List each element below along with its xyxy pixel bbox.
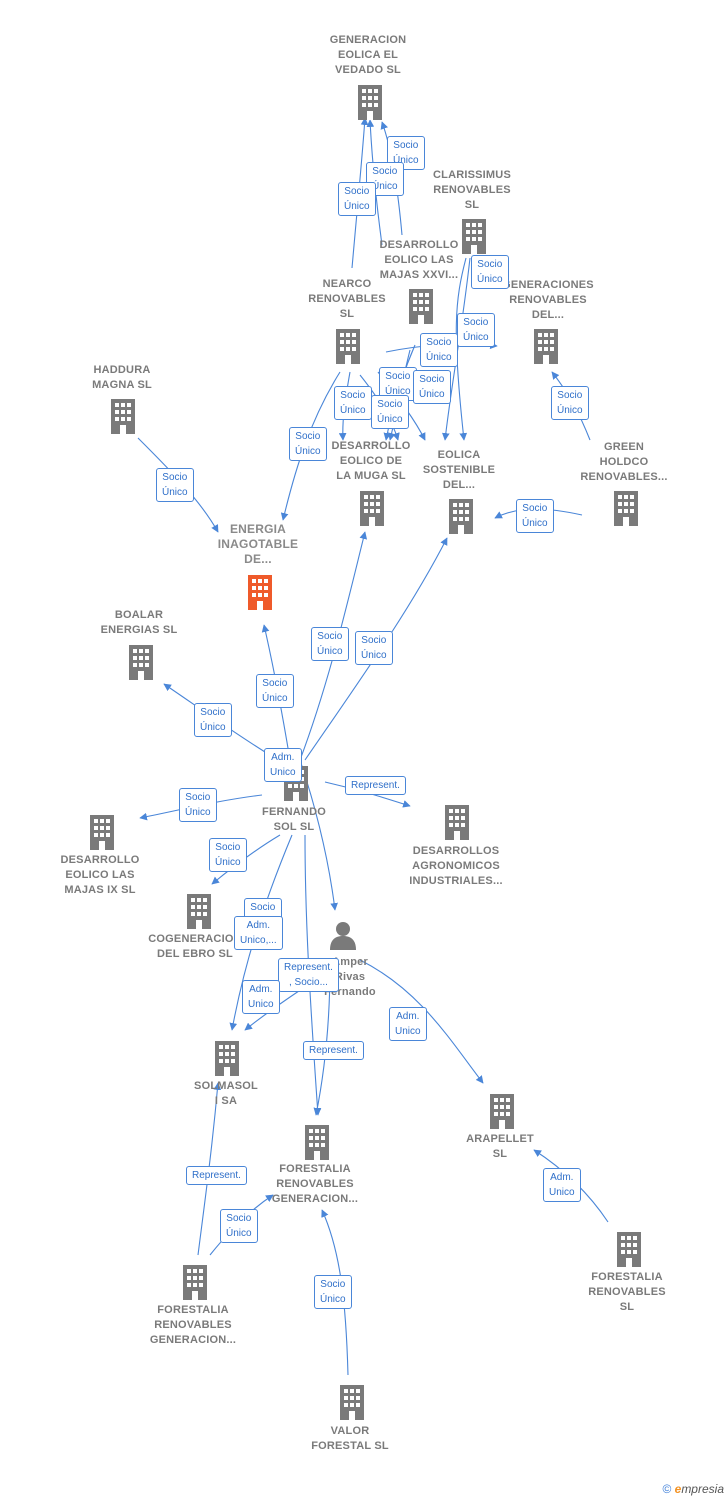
relation-label[interactable]: Socio Único xyxy=(516,499,554,533)
relation-label[interactable]: Socio Único xyxy=(338,182,376,216)
node-boalar[interactable]: BOALAR ENERGIAS SL xyxy=(79,608,199,638)
node-forestalia-generacion-2[interactable]: FORESTALIA RENOVABLES GENERACION... xyxy=(133,1303,253,1348)
node-energia-inagotable[interactable]: ENERGIA INAGOTABLE DE... xyxy=(198,522,318,567)
relation-label[interactable]: Socio Único xyxy=(220,1209,258,1243)
building-icon xyxy=(111,399,135,434)
node-majas-xxvi[interactable]: DESARROLLO EOLICO LAS MAJAS XXVI... xyxy=(359,238,479,283)
node-label: FERNANDO SOL SL xyxy=(262,806,326,833)
relation-label[interactable]: Socio Único xyxy=(311,627,349,661)
brand-name: mpresia xyxy=(681,1482,724,1496)
node-label: DESARROLLO EOLICO LAS MAJAS XXVI... xyxy=(379,239,459,281)
relation-label[interactable]: Represent. , Socio... xyxy=(278,958,339,992)
building-icon xyxy=(336,329,360,364)
node-label: ENERGIA INAGOTABLE DE... xyxy=(217,522,299,566)
building-icon xyxy=(360,491,384,526)
node-arapellet[interactable]: ARAPELLET SL xyxy=(440,1132,560,1162)
relation-label[interactable]: Adm. Unico xyxy=(543,1168,581,1202)
relation-label[interactable]: Represent. xyxy=(186,1166,247,1185)
relation-label[interactable]: Adm. Unico xyxy=(389,1007,427,1041)
node-label: BOALAR ENERGIAS SL xyxy=(100,609,178,636)
copyright-symbol: © xyxy=(662,1482,672,1496)
node-green-holdco[interactable]: GREEN HOLDCO RENOVABLES... xyxy=(564,440,684,485)
relation-label[interactable]: Represent. xyxy=(303,1041,364,1060)
footer-brand: © empresia xyxy=(662,1482,724,1496)
building-icon xyxy=(445,805,469,840)
node-label: ARAPELLET SL xyxy=(466,1133,534,1160)
node-label: DESARROLLO EOLICO DE LA MUGA SL xyxy=(331,440,411,482)
building-icon xyxy=(462,219,486,254)
building-icon xyxy=(490,1094,514,1129)
node-haddura-magna[interactable]: HADDURA MAGNA SL xyxy=(62,363,182,393)
relation-label[interactable]: Adm. Unico xyxy=(264,748,302,782)
relation-label[interactable]: Socio Único xyxy=(371,395,409,429)
node-desarrollos-agronomicos[interactable]: DESARROLLOS AGRONOMICOS INDUSTRIALES... xyxy=(396,844,516,889)
node-label: DESARROLLOS AGRONOMICOS INDUSTRIALES... xyxy=(409,845,503,887)
relation-label[interactable]: Socio Único xyxy=(314,1275,352,1309)
relation-label[interactable]: Socio Único xyxy=(256,674,294,708)
relation-label[interactable]: Adm. Unico xyxy=(242,980,280,1014)
building-icon xyxy=(409,289,433,324)
relation-label[interactable]: Socio Único xyxy=(179,788,217,822)
relation-label[interactable]: Socio Único xyxy=(194,703,232,737)
node-cogeneracion-ebro[interactable]: COGENERACION DEL EBRO SL xyxy=(135,932,255,962)
node-label: GREEN HOLDCO RENOVABLES... xyxy=(580,441,668,483)
node-label: GENERACIONES RENOVABLES DEL... xyxy=(502,279,594,321)
node-solmasol[interactable]: SOLMASOL I SA xyxy=(166,1079,286,1109)
node-label: VALOR FORESTAL SL xyxy=(311,1425,389,1452)
relation-label[interactable]: Socio Único xyxy=(209,838,247,872)
building-icon xyxy=(534,329,558,364)
building-icon xyxy=(614,491,638,526)
node-eolica-sostenible[interactable]: EOLICA SOSTENIBLE DEL... xyxy=(399,448,519,493)
node-label: SOLMASOL I SA xyxy=(194,1080,258,1107)
node-valor-forestal[interactable]: VALOR FORESTAL SL xyxy=(290,1424,410,1454)
building-icon xyxy=(617,1232,641,1267)
relation-label[interactable]: Socio Único xyxy=(551,386,589,420)
relation-label[interactable]: Socio Único xyxy=(471,255,509,289)
node-nearco[interactable]: NEARCO RENOVABLES SL xyxy=(287,277,407,322)
node-label: COGENERACION DEL EBRO SL xyxy=(148,933,242,960)
node-label: GENERACION EOLICA EL VEDADO SL xyxy=(329,34,407,76)
relation-label[interactable]: Socio Único xyxy=(413,370,451,404)
node-label: NEARCO RENOVABLES SL xyxy=(308,278,386,320)
relation-label[interactable]: Socio Único xyxy=(457,313,495,347)
node-forestalia-renovables-sl[interactable]: FORESTALIA RENOVABLES SL xyxy=(567,1270,687,1315)
building-icon xyxy=(129,645,153,680)
building-icon xyxy=(90,815,114,850)
node-clarissimus[interactable]: CLARISSIMUS RENOVABLES SL xyxy=(412,168,532,213)
node-majas-ix[interactable]: DESARROLLO EOLICO LAS MAJAS IX SL xyxy=(40,853,160,898)
node-label: HADDURA MAGNA SL xyxy=(92,364,152,391)
node-label: Amper Rivas Fernando xyxy=(324,956,376,998)
relation-label[interactable]: Socio Único xyxy=(355,631,393,665)
node-fernando-sol[interactable]: FERNANDO SOL SL xyxy=(234,805,354,835)
node-label: FORESTALIA RENOVABLES GENERACION... xyxy=(271,1163,359,1205)
building-icon-main xyxy=(248,575,272,610)
relation-label[interactable]: Socio Único xyxy=(334,386,372,420)
building-icon xyxy=(305,1125,329,1160)
building-icon xyxy=(340,1385,364,1420)
building-icon xyxy=(215,1041,239,1076)
node-label: CLARISSIMUS RENOVABLES SL xyxy=(433,169,511,211)
relation-label[interactable]: Represent. xyxy=(345,776,406,795)
relation-label[interactable]: Adm. Unico,... xyxy=(234,916,283,950)
node-label: FORESTALIA RENOVABLES GENERACION... xyxy=(149,1304,237,1346)
person-icon xyxy=(330,922,356,950)
node-label: FORESTALIA RENOVABLES SL xyxy=(588,1271,666,1313)
relation-label[interactable]: Socio Único xyxy=(420,333,458,367)
building-icon xyxy=(358,85,382,120)
relation-label[interactable]: Socio Único xyxy=(156,468,194,502)
node-generaciones-renovables[interactable]: GENERACIONES RENOVABLES DEL... xyxy=(488,278,608,323)
node-la-muga[interactable]: DESARROLLO EOLICO DE LA MUGA SL xyxy=(311,439,431,484)
node-person[interactable]: Amper Rivas Fernando xyxy=(290,955,410,1000)
relation-label[interactable]: Socio Único xyxy=(289,427,327,461)
building-icon xyxy=(449,499,473,534)
node-label: DESARROLLO EOLICO LAS MAJAS IX SL xyxy=(60,854,140,896)
brand-logo-e: e xyxy=(674,1482,682,1496)
node-label: EOLICA SOSTENIBLE DEL... xyxy=(422,449,496,491)
building-icon xyxy=(183,1265,207,1300)
node-generacion-eolica-el-vedado[interactable]: GENERACION EOLICA EL VEDADO SL xyxy=(308,33,428,78)
node-forestalia-generacion-1[interactable]: FORESTALIA RENOVABLES GENERACION... xyxy=(255,1162,375,1207)
building-icon xyxy=(187,894,211,929)
